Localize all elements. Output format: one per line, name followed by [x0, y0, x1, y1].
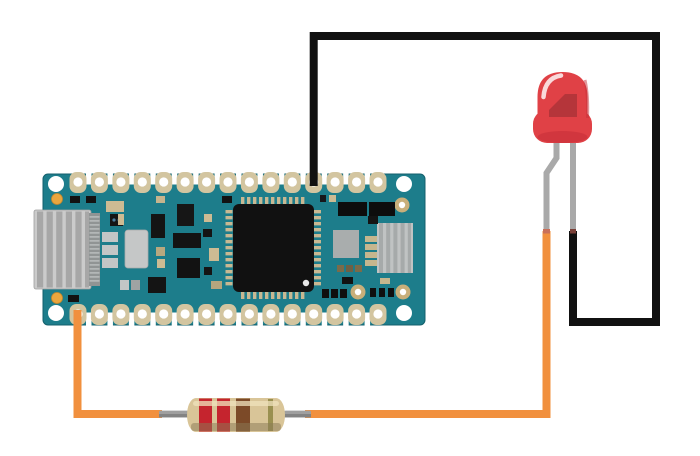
mounting-hole — [48, 305, 64, 321]
orange-wire-left — [73, 310, 162, 418]
smd-components — [68, 195, 395, 302]
mounting-hole — [48, 176, 64, 192]
top-pin-row — [69, 172, 387, 193]
led-inner-element — [549, 94, 577, 117]
mounting-hole — [396, 305, 412, 321]
amber-led-icon — [51, 292, 63, 304]
arduino-nano-board — [33, 169, 426, 328]
gold-test-pads — [350, 197, 411, 300]
resistor — [159, 398, 311, 432]
resistor-lead-right — [284, 410, 311, 418]
amber-led-icon — [51, 193, 63, 205]
microcontroller-chip — [225, 197, 321, 299]
resistor-lead-left — [159, 410, 189, 418]
bottom-pin-row — [69, 304, 387, 325]
usb-connector — [33, 209, 100, 290]
resistor-band-4 — [268, 399, 273, 431]
red-led — [533, 72, 592, 234]
led-gloss-highlight — [541, 73, 564, 100]
mounting-hole — [396, 176, 412, 192]
orange-wire-right — [305, 231, 551, 418]
led-anode-leg — [543, 142, 560, 233]
black-wire — [309, 32, 660, 326]
ribbed-module — [377, 223, 413, 273]
chip-pin1-dot — [302, 279, 310, 287]
